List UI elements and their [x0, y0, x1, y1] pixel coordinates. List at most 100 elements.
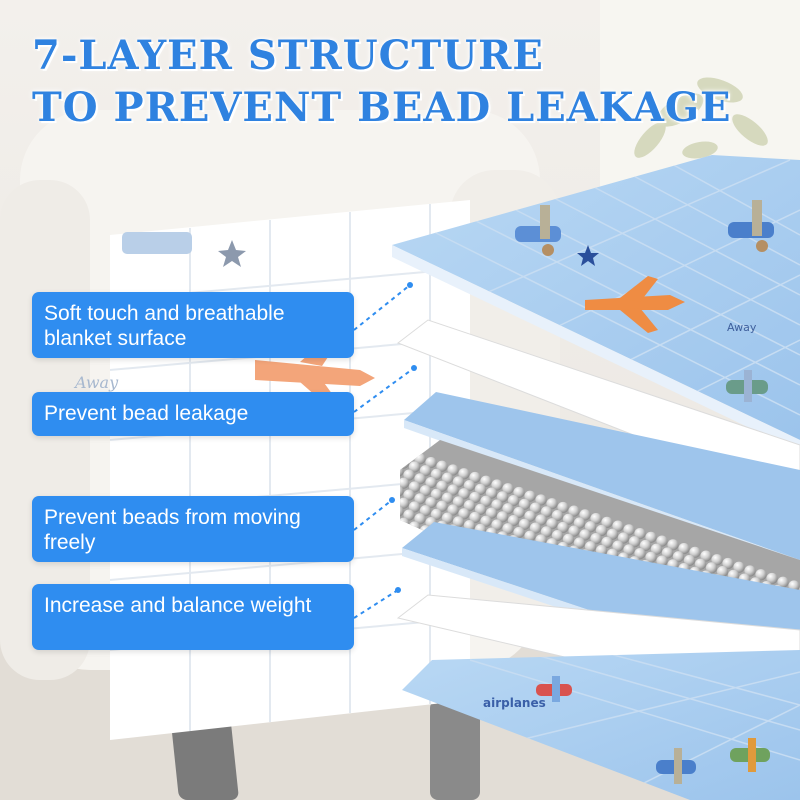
fabric-star-icon — [577, 245, 599, 266]
bead-icon — [562, 513, 575, 525]
bead-icon — [502, 483, 514, 495]
bead-icon — [419, 505, 432, 517]
bead-icon — [711, 554, 723, 566]
bead-icon — [496, 511, 509, 523]
bead-icon — [568, 525, 580, 537]
bead-icon — [579, 529, 591, 541]
bead-icon — [650, 543, 663, 555]
bead-icon — [551, 529, 564, 542]
bead-icon — [606, 528, 619, 540]
bead-icon — [436, 460, 448, 472]
bead-icon — [579, 509, 591, 521]
bead-icon — [529, 502, 542, 514]
blanket-print-away: Away — [73, 373, 119, 392]
bead-icon — [590, 533, 602, 545]
bead-icon — [623, 544, 635, 556]
layer-bottom-fabric: airplanes — [402, 650, 800, 800]
bead-icon — [535, 494, 547, 506]
bead-icon — [441, 472, 454, 484]
bead-icon — [551, 509, 564, 522]
bead-icon — [447, 484, 459, 496]
bead-icon — [634, 528, 646, 540]
bead-icon — [562, 533, 575, 545]
bead-icon — [469, 471, 481, 484]
headline-line-1: 7-LAYER STRUCTURE — [32, 32, 544, 79]
bead-icon — [408, 501, 421, 513]
bead-icon — [524, 530, 536, 542]
bead-icon — [403, 509, 415, 521]
connector-lines — [353, 284, 415, 619]
blanket-star-icon — [218, 240, 246, 267]
bead-icon — [612, 540, 624, 552]
bead-icon — [601, 516, 613, 528]
headline: 7-LAYER STRUCTURE TO PREVENT BEAD LEAKAG… — [32, 30, 732, 134]
bead-icon — [414, 513, 426, 525]
bead-icon — [436, 480, 448, 492]
bead-icon — [441, 512, 454, 524]
bead-icon — [645, 531, 657, 543]
bead-icon — [612, 520, 624, 532]
bead-icon — [414, 473, 426, 485]
bead-icon — [546, 518, 558, 530]
bead-icon — [425, 476, 437, 489]
bead-icon — [667, 539, 679, 551]
bead-icon — [733, 561, 745, 573]
bead-icon — [507, 514, 520, 527]
bead-icon — [639, 539, 652, 552]
bead-icon — [502, 503, 514, 515]
bead-icon — [518, 518, 531, 530]
bead-icon — [485, 507, 498, 519]
bead-icon — [513, 486, 525, 499]
bead-icon — [661, 547, 674, 559]
feature-label-weight: Increase and balance weight — [32, 584, 354, 650]
bead-icon — [755, 569, 767, 581]
bottom-plane-icon-2 — [656, 748, 696, 784]
bead-icon — [469, 511, 481, 524]
bead-icon — [540, 506, 553, 518]
bead-icon — [601, 536, 613, 548]
bead-icon — [452, 476, 465, 488]
bead-icon — [683, 554, 696, 567]
fabric-print-away: Away — [727, 321, 757, 334]
bead-icon — [419, 465, 432, 477]
bead-icon — [496, 491, 509, 503]
layer-top-fabric: Away — [392, 155, 800, 452]
bead-icon — [672, 551, 685, 563]
bead-icon — [485, 487, 498, 499]
bead-icon — [430, 468, 443, 481]
bead-icon — [491, 519, 503, 531]
bead-icon — [463, 480, 476, 492]
bead-icon — [400, 485, 404, 497]
bead-icon — [480, 515, 492, 527]
blanket-train-icon — [122, 232, 192, 254]
bead-icon — [458, 488, 470, 500]
bead-icon — [705, 562, 718, 574]
bottom-plane-icon — [536, 676, 572, 702]
bead-icon — [507, 494, 520, 507]
fabric-plane-icon-3 — [726, 370, 768, 402]
bead-icon — [623, 524, 635, 536]
bead-icon — [474, 483, 487, 495]
bead-icon — [480, 495, 492, 507]
bead-icon — [400, 497, 410, 509]
bead-icon — [480, 475, 492, 487]
bead-icon — [452, 496, 465, 508]
bead-icon — [403, 469, 415, 481]
bead-icon — [656, 535, 668, 547]
bead-icon — [441, 492, 454, 504]
bead-icon — [414, 493, 426, 505]
bead-icon — [766, 572, 778, 585]
plant — [634, 77, 768, 159]
bead-icon — [590, 513, 602, 525]
bead-icon — [617, 532, 630, 544]
bead-icon — [573, 517, 586, 529]
bead-icon — [524, 490, 536, 502]
bead-icon — [535, 514, 547, 526]
bead-icon — [584, 541, 597, 553]
bead-icon — [524, 510, 536, 522]
bead-icon — [400, 505, 404, 517]
bead-icon — [403, 489, 415, 501]
bead-icon — [678, 542, 690, 555]
bead-icon — [458, 468, 470, 480]
